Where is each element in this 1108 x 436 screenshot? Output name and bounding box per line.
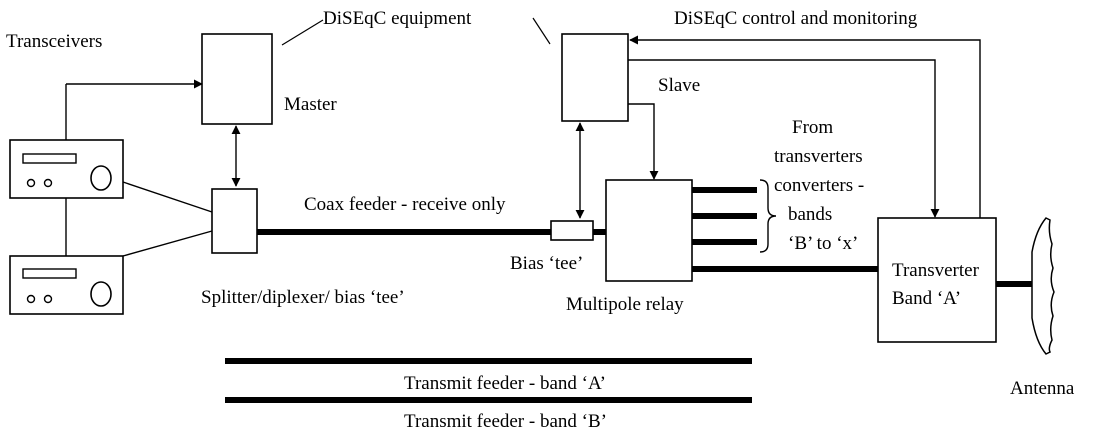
relay-output-lines [692, 187, 878, 272]
from-transverters-label-1: From [792, 117, 833, 138]
transverter-box [877, 217, 997, 343]
bias-tee-label: Bias ‘tee’ [510, 253, 583, 274]
transceiver-1 [9, 139, 124, 199]
slave-box [561, 33, 629, 122]
from-transverters-label-2: transverters [774, 146, 863, 167]
master-box [201, 33, 273, 125]
diseqc-pointer-slave [532, 17, 551, 45]
transceiver-wiring [65, 79, 213, 257]
bias-tee-box [550, 220, 594, 241]
transmit-feeder-a-label: Transmit feeder - band ‘A’ [404, 373, 606, 394]
transverter-label-1: Transverter [892, 260, 980, 281]
antenna-dish [1031, 217, 1055, 355]
from-transverters-label-5: ‘B’ to ‘x’ [788, 233, 858, 254]
bands-brace [759, 179, 777, 253]
master-label: Master [284, 94, 337, 115]
diseqc-pointer-master [281, 19, 324, 46]
from-transverters-label-4: bands [788, 204, 832, 225]
transmit-feeder-b-label: Transmit feeder - band ‘B’ [404, 411, 607, 432]
splitter-box [211, 188, 258, 254]
multipole-relay-label: Multipole relay [566, 294, 684, 315]
transceiver-2 [9, 255, 124, 315]
transceivers-label: Transceivers [6, 31, 102, 52]
multipole-relay-box [605, 179, 693, 282]
transverter-label-2: Band ‘A’ [892, 288, 961, 309]
splitter-label: Splitter/diplexer/ bias ‘tee’ [201, 287, 405, 308]
diseqc-control-label: DiSEqC control and monitoring [674, 8, 918, 29]
coax-feeder-label: Coax feeder - receive only [304, 194, 506, 215]
antenna-label: Antenna [1010, 378, 1075, 399]
slave-label: Slave [658, 75, 700, 96]
slave-relay-link [628, 103, 659, 180]
control-loop-line [629, 35, 981, 218]
diseqc-equipment-label: DiSEqC equipment [323, 8, 472, 29]
monitoring-line [628, 59, 940, 218]
from-transverters-label-3: converters - [774, 175, 864, 196]
